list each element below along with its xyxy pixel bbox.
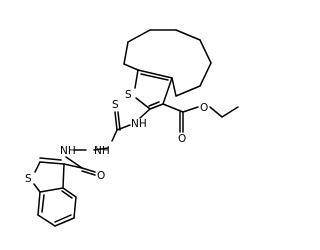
bond	[33, 183, 41, 193]
bond	[65, 156, 83, 169]
bond	[34, 161, 41, 173]
atom-label-o-amide: O	[97, 170, 105, 182]
bond	[135, 97, 151, 110]
bond	[81, 170, 96, 176]
bond	[221, 106, 239, 118]
atom-label-nh-hydrazide-1: NH	[94, 145, 110, 157]
atom-label-nh-thiourea: NH	[131, 118, 147, 130]
bond	[127, 29, 151, 43]
bond	[199, 62, 212, 87]
bond	[114, 111, 118, 131]
bond	[175, 85, 201, 97]
bond	[199, 39, 212, 64]
bond	[162, 103, 184, 113]
bond	[63, 163, 83, 169]
atom-label-s-benzothiophene: S	[25, 173, 32, 185]
bond	[209, 106, 223, 118]
bond	[117, 111, 121, 131]
bond	[41, 194, 45, 213]
bond	[39, 187, 64, 193]
bond	[62, 187, 77, 198]
bond	[37, 191, 41, 216]
atom-label-s-thiophene: S	[125, 89, 132, 101]
bond	[182, 106, 199, 113]
atom-label-o-ether: O	[200, 102, 208, 114]
bond	[148, 101, 160, 107]
bond	[39, 161, 65, 165]
bond	[137, 69, 173, 79]
bond	[123, 63, 139, 71]
bond	[54, 214, 72, 223]
bond	[123, 41, 129, 65]
bond	[54, 217, 75, 227]
bond	[81, 167, 96, 173]
molecule-drawing: S O O NH S NH NH O S	[25, 29, 239, 227]
bond	[171, 77, 177, 97]
atom-label-s-thione: S	[112, 99, 119, 111]
bond	[139, 108, 151, 119]
bond	[61, 190, 73, 199]
atom-labels: S O O NH S NH NH O S	[25, 89, 208, 185]
bond-lines	[33, 29, 239, 227]
bond	[134, 69, 139, 89]
bond	[62, 163, 65, 189]
bond	[149, 103, 164, 110]
bond	[37, 214, 56, 227]
bond	[39, 157, 62, 161]
bond	[111, 129, 118, 142]
atom-label-o-carbonyl: O	[178, 133, 186, 145]
structure-diagram: S O O NH S NH NH O S	[25, 29, 239, 227]
bond	[175, 29, 201, 41]
bond	[162, 77, 173, 105]
bond	[140, 73, 169, 81]
bond	[73, 196, 77, 219]
atom-label-nh-hydrazide-2: NH	[60, 145, 76, 157]
bond	[93, 147, 109, 151]
